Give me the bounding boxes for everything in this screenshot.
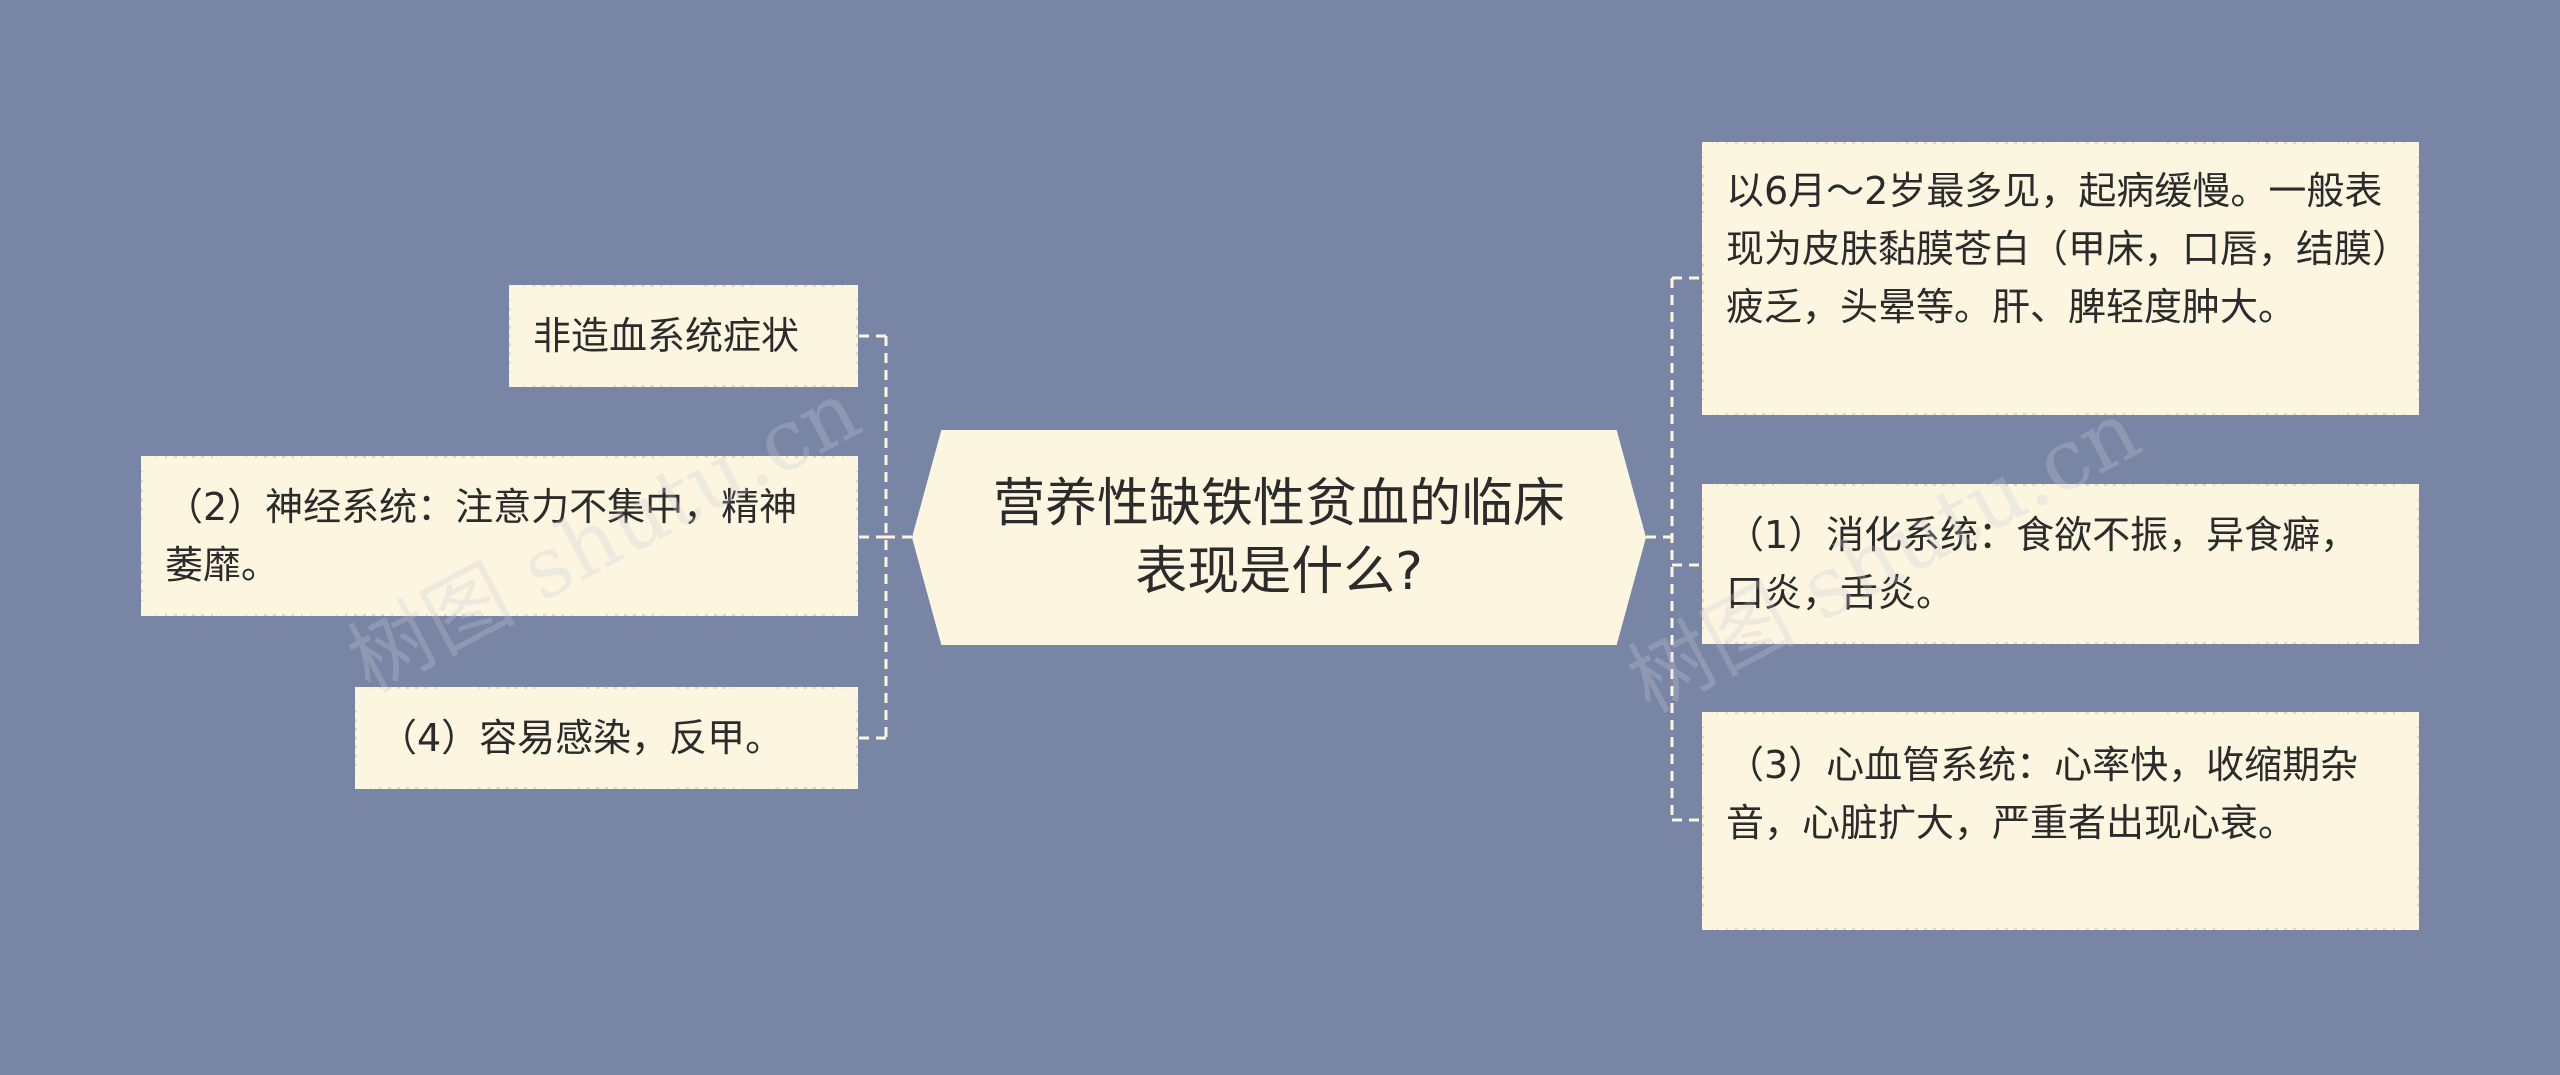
topic-cardiovascular-system[interactable]: （3）心血管系统：心率快，收缩期杂音，心脏扩大，严重者出现心衰。 <box>1702 712 2419 930</box>
root-topic[interactable]: 营养性缺铁性贫血的临床表现是什么? <box>912 430 1646 645</box>
topic-infection[interactable]: （4）容易感染，反甲。 <box>355 687 858 789</box>
topic-general-presentation[interactable]: 以6月～2岁最多见，起病缓慢。一般表现为皮肤黏膜苍白（甲床，口唇，结膜）疲乏，头… <box>1702 142 2419 415</box>
root-topic-title: 营养性缺铁性贫血的临床表现是什么? <box>992 473 1565 602</box>
topic-label: （2）神经系统：注意力不集中，精神萎靡。 <box>165 485 798 587</box>
topic-label: （4）容易感染，反甲。 <box>379 716 784 760</box>
topic-label: （1）消化系统：食欲不振，异食癖，口炎，舌炎。 <box>1726 513 2359 615</box>
topic-label: 非造血系统症状 <box>533 314 800 358</box>
topic-nervous-system[interactable]: （2）神经系统：注意力不集中，精神萎靡。 <box>141 456 858 616</box>
topic-digestive-system[interactable]: （1）消化系统：食欲不振，异食癖，口炎，舌炎。 <box>1702 484 2419 644</box>
topic-label: （3）心血管系统：心率快，收缩期杂音，心脏扩大，严重者出现心衰。 <box>1726 743 2359 845</box>
topic-label: 以6月～2岁最多见，起病缓慢。一般表现为皮肤黏膜苍白（甲床，口唇，结膜）疲乏，头… <box>1726 169 2392 329</box>
topic-non-hematopoietic[interactable]: 非造血系统症状 <box>509 285 858 387</box>
